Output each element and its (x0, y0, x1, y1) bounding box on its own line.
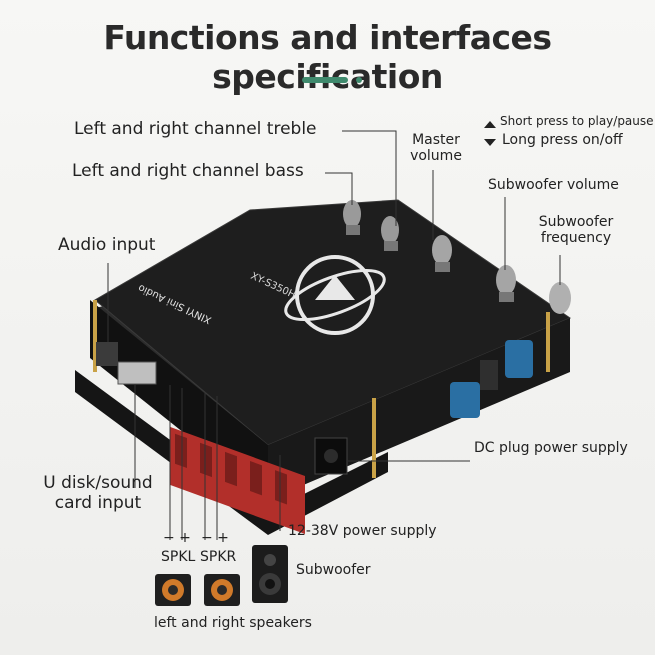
inductor (480, 360, 498, 390)
label-power-supply: 12-38V power supply (288, 523, 437, 539)
label-spkr-polarity: − + (201, 530, 229, 546)
label-spkl: SPKL (161, 549, 196, 565)
leader-lines (107, 130, 561, 531)
capacitor-1 (505, 340, 533, 378)
label-long-press: Long press on/off (502, 132, 623, 148)
label-bass: Left and right channel bass (72, 161, 304, 181)
board-side (75, 370, 388, 535)
knob-subwoofer-volume[interactable] (496, 265, 516, 302)
label-spkr: SPKR (200, 549, 237, 565)
knob-treble[interactable] (343, 200, 361, 235)
audio-input-connector[interactable] (96, 342, 118, 366)
label-master-volume-line1: Master (412, 132, 460, 148)
label-udisk-input: U disk/sound card input (28, 473, 168, 513)
down-arrow-icon (484, 139, 496, 146)
speaker-wire-lines (169, 385, 218, 540)
left-speaker (155, 574, 191, 606)
standoff-left (93, 300, 97, 372)
label-subwoofer-frequency-line2: frequency (540, 230, 612, 247)
board-top-panel (94, 199, 572, 446)
label-lr-speakers: left and right speakers (154, 615, 312, 631)
label-spkl-polarity: − + (163, 530, 191, 546)
label-udisk-line1: U disk/sound (43, 473, 153, 493)
dc-jack-hole (324, 449, 338, 463)
speaker-terminals (170, 426, 305, 535)
standoff-right (546, 312, 550, 372)
standoff-front (372, 398, 376, 478)
up-arrow-icon (484, 121, 496, 128)
label-treble: Left and right channel treble (74, 119, 317, 139)
label-audio-input: Audio input (58, 235, 156, 255)
capacitor-2 (450, 382, 480, 418)
label-subwoofer-frequency-line1: Subwoofer (538, 214, 614, 230)
label-master-volume: Master volume (405, 132, 467, 164)
knob-subwoofer-frequency[interactable] (549, 282, 571, 314)
usb-port[interactable] (117, 361, 157, 385)
brand-logo (284, 255, 386, 335)
label-udisk-line2: card input (54, 492, 142, 513)
title-accent-dot (356, 77, 362, 83)
title-accent-bar (302, 77, 348, 83)
knob-bass[interactable] (381, 216, 399, 251)
knob-master-volume[interactable] (432, 235, 452, 272)
right-speaker (204, 574, 240, 606)
label-subwoofer: Subwoofer (296, 562, 371, 578)
label-subwoofer-frequency: Subwoofer frequency (530, 214, 622, 246)
page-title: Functions and interfaces specification (103, 18, 552, 96)
label-dc-plug: DC plug power supply (474, 440, 628, 456)
label-subwoofer-volume: Subwoofer volume (488, 177, 619, 193)
subwoofer-speaker (252, 545, 288, 603)
label-short-press: Short press to play/pause (500, 114, 654, 128)
label-master-volume-line2: volume (410, 148, 462, 165)
